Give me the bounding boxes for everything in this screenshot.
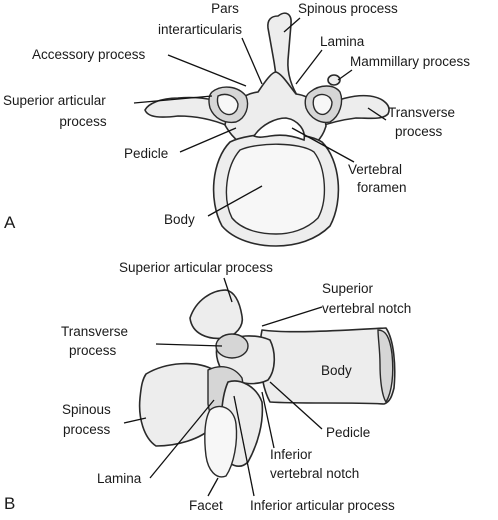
leader-body-a — [207, 185, 263, 217]
label-pars-line2: interarticularis — [158, 22, 242, 37]
label-body-a: Body — [164, 212, 195, 227]
label-lamina-b: Lamina — [97, 471, 142, 486]
label-superior-notch-line1: Superior — [322, 281, 374, 296]
label-body-b: Body — [321, 363, 352, 378]
label-pars-line1: Pars — [211, 1, 239, 16]
label-inferior-notch-line1: Inferior — [270, 447, 313, 462]
label-inferior-notch-line2: vertebral notch — [270, 466, 359, 481]
label-spinous-b-line1: Spinous — [62, 402, 111, 417]
leader-transverse-b — [155, 343, 223, 347]
lateral-facet-shape — [204, 405, 238, 478]
lateral-spinous-process-shape — [138, 362, 221, 447]
label-pedicle-b: Pedicle — [326, 425, 370, 440]
leader-pedicle-b — [269, 381, 323, 430]
label-facet: Facet — [189, 498, 223, 513]
panel-b-lateral-view: B Superior articular process Superior ve… — [4, 260, 411, 513]
label-superior-notch-line2: vertebral notch — [322, 301, 411, 316]
leader-spinous — [283, 17, 301, 33]
label-spinous-b-line2: process — [63, 422, 111, 437]
label-vertebral-line1: Vertebral — [348, 162, 402, 177]
lateral-body-shape — [259, 327, 396, 405]
vertebral-foramen-shape — [252, 117, 306, 142]
label-lamina: Lamina — [320, 34, 365, 49]
leader-mammillary — [337, 69, 353, 81]
label-transverse-b-line2: process — [69, 343, 117, 358]
label-mammillary-process: Mammillary process — [350, 54, 470, 69]
label-vertebral-line2: foramen — [357, 180, 407, 195]
label-superior-articular-line1: Superior articular — [3, 93, 106, 108]
right-articular-facet-shape — [312, 93, 333, 116]
leader-superior-articular — [133, 95, 213, 104]
label-superior-articular-b: Superior articular process — [119, 260, 273, 275]
leader-pars — [241, 37, 263, 85]
label-inferior-articular: Inferior articular process — [250, 498, 395, 513]
leader-lamina-b — [149, 399, 215, 479]
leader-pedicle — [179, 127, 237, 153]
label-transverse-line1: Transverse — [388, 105, 455, 120]
leader-accessory — [167, 54, 247, 87]
label-transverse-line2: process — [395, 124, 443, 139]
leader-inferior-notch — [261, 391, 275, 449]
label-superior-articular-line2: process — [59, 114, 107, 129]
leader-lamina — [295, 49, 323, 85]
label-accessory-process: Accessory process — [32, 47, 146, 62]
label-pedicle: Pedicle — [124, 146, 168, 161]
leader-vertebral-foramen — [291, 127, 355, 163]
panel-b-label: B — [4, 494, 15, 513]
leader-superior-articular-b — [223, 277, 233, 303]
panel-a-label: A — [4, 213, 16, 232]
lateral-superior-articular-shape — [189, 289, 244, 340]
lateral-body-edge-shape — [377, 329, 394, 404]
vertebral-body-inner-shape — [225, 143, 326, 235]
leader-inferior-articular — [233, 395, 255, 497]
leader-transverse — [367, 107, 387, 121]
label-spinous-process: Spinous process — [298, 1, 398, 16]
leader-facet — [207, 477, 219, 497]
mammillary-bump-shape — [327, 74, 341, 86]
panel-a-superior-view: A Pars interarticularis Spinous process … — [3, 1, 470, 247]
label-transverse-b-line1: Transverse — [61, 324, 128, 339]
leader-spinous-b — [123, 417, 147, 424]
leader-superior-notch — [261, 306, 323, 327]
left-articular-facet-shape — [216, 93, 239, 116]
